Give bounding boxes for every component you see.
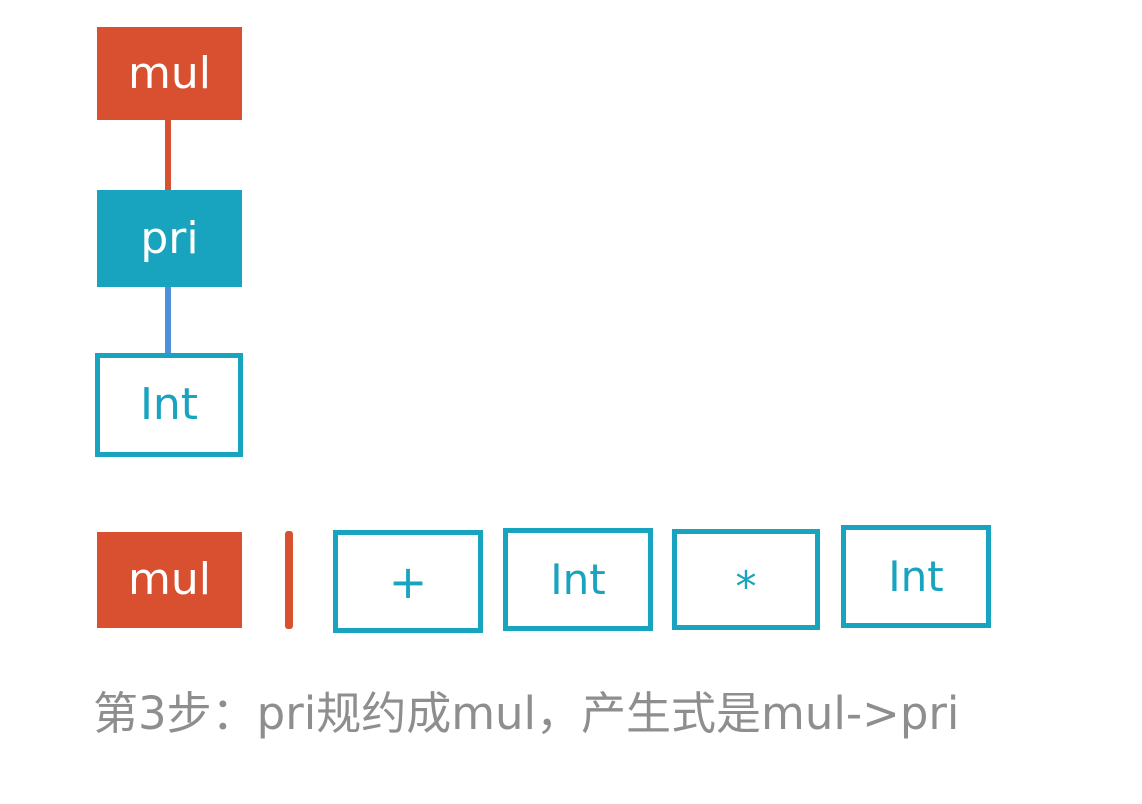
token-star: *: [672, 529, 820, 630]
tree-node-pri: pri: [97, 190, 242, 287]
token-plus: +: [333, 530, 483, 633]
step-caption: 第3步：pri规约成mul，产生式是mul->pri: [93, 687, 960, 740]
stack-top-mul: mul: [97, 532, 242, 628]
tree-node-mul: mul: [97, 27, 242, 120]
cursor-bar: [285, 531, 293, 629]
edge-pri-int: [165, 287, 171, 354]
tree-node-int: Int: [95, 353, 243, 457]
token-int-2: Int: [841, 525, 991, 628]
token-int-1: Int: [503, 528, 653, 631]
edge-mul-pri: [165, 119, 171, 191]
